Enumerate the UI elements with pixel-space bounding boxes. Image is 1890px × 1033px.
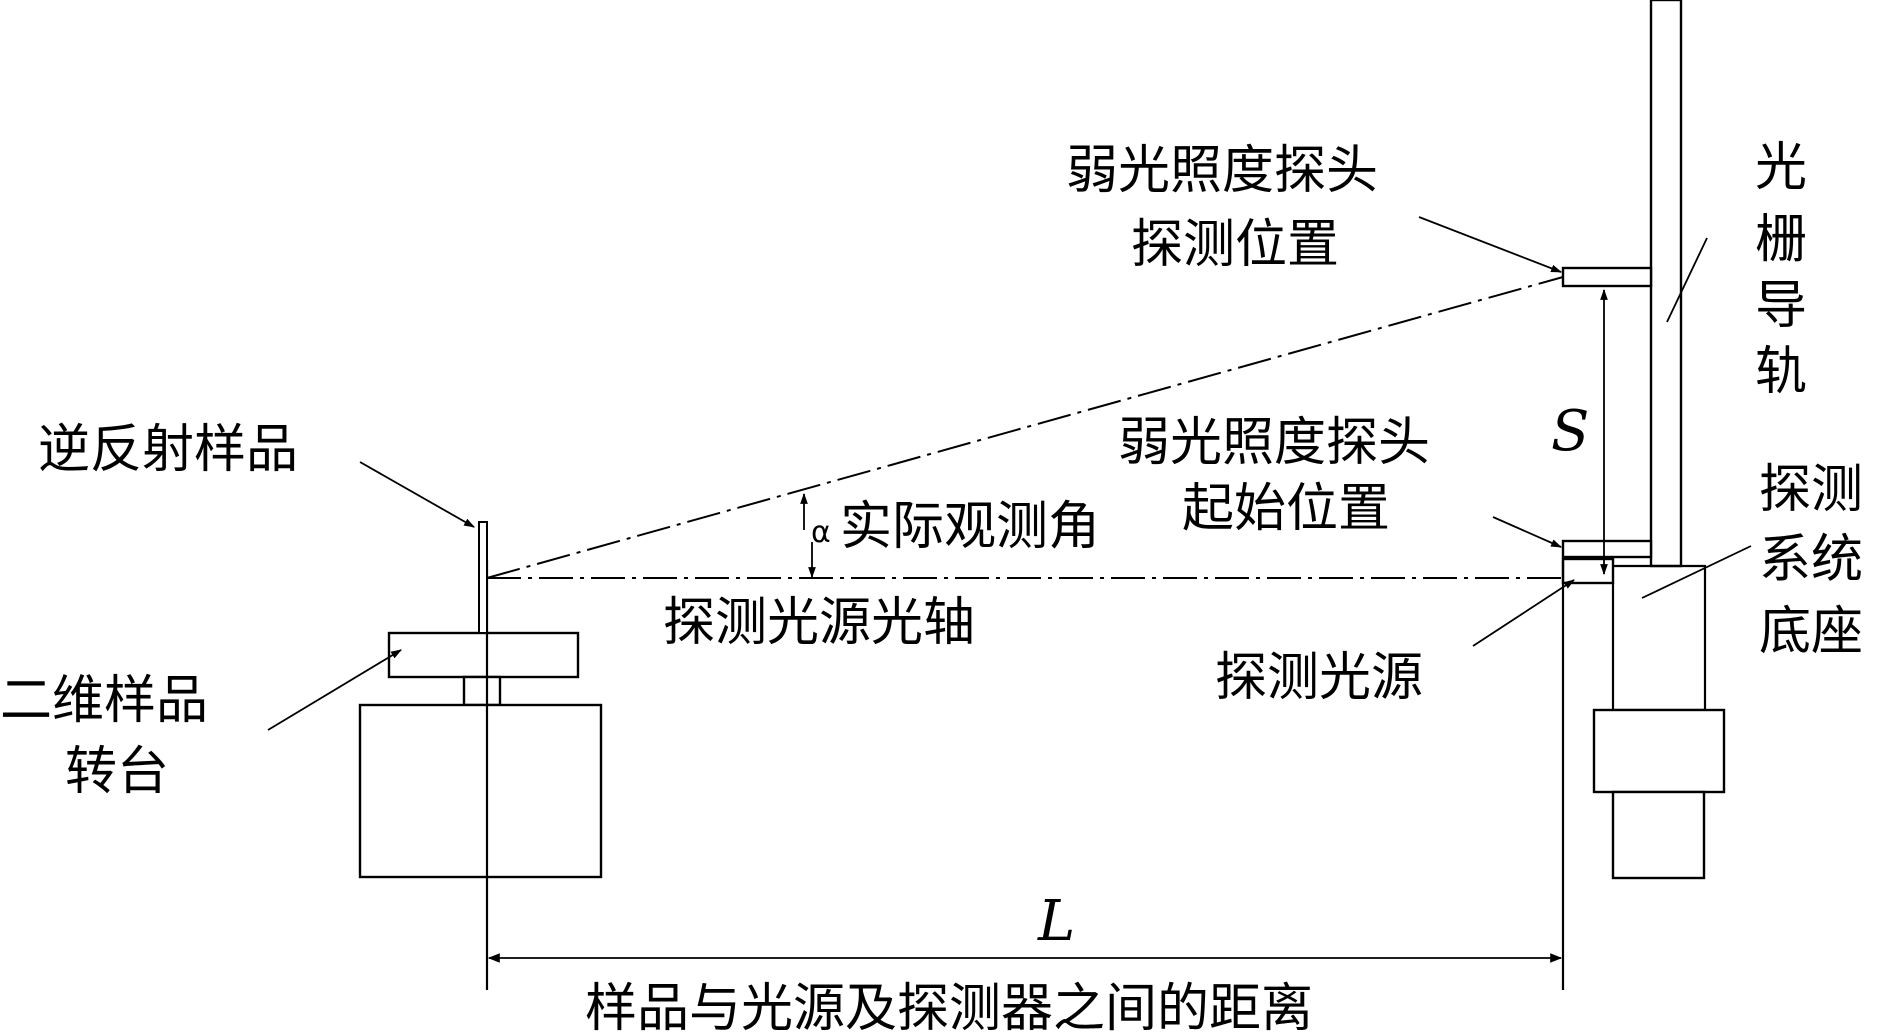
base-collar bbox=[1592, 708, 1726, 794]
leader-probe-start bbox=[1492, 516, 1563, 548]
turntable-neck bbox=[462, 675, 502, 707]
probe-detect-position bbox=[1561, 266, 1653, 288]
label-base-line2: 系统 bbox=[1759, 530, 1863, 590]
label-distance-description: 样品与光源及探测器之间的距离 bbox=[585, 979, 1313, 1033]
label-base-line1: 探测 bbox=[1759, 460, 1863, 520]
label-rail-char2: 栅 bbox=[1755, 210, 1807, 270]
light-source bbox=[1561, 557, 1615, 585]
observation-ray bbox=[486, 276, 1564, 579]
label-light-source: 探测光源 bbox=[1215, 648, 1423, 708]
leader-sample bbox=[359, 461, 475, 528]
label-rail-char1: 光 bbox=[1755, 138, 1807, 198]
leader-base bbox=[1641, 545, 1752, 599]
l-symbol: L bbox=[1037, 889, 1075, 954]
label-probe-start-line1: 弱光照度探头 bbox=[1118, 413, 1430, 473]
leader-source bbox=[1472, 579, 1575, 647]
leader-probe-detect bbox=[1418, 216, 1563, 273]
label-rail-char3: 导 bbox=[1755, 276, 1807, 336]
sample-turntable bbox=[358, 521, 603, 990]
label-probe-start-line2: 起始位置 bbox=[1182, 479, 1390, 539]
label-optical-axis: 探测光源光轴 bbox=[663, 593, 975, 653]
leader-turntable bbox=[267, 649, 402, 731]
system-base bbox=[1611, 564, 1707, 712]
retroreflective-sample bbox=[478, 521, 488, 634]
label-probe-detect-line2: 探测位置 bbox=[1131, 215, 1339, 275]
label-turntable-line2: 转台 bbox=[65, 742, 169, 802]
label-retroreflective-sample: 逆反射样品 bbox=[38, 420, 298, 480]
base-foot bbox=[1611, 790, 1706, 880]
leader-rail bbox=[1666, 237, 1708, 323]
label-probe-detect-line1: 弱光照度探头 bbox=[1066, 141, 1378, 201]
label-turntable-line1: 二维样品 bbox=[0, 671, 208, 731]
label-rail-char4: 轨 bbox=[1755, 342, 1807, 402]
turntable-body bbox=[358, 703, 603, 879]
detector-system bbox=[1561, 0, 1726, 990]
label-base-line3: 底座 bbox=[1759, 602, 1863, 662]
grating-rail bbox=[1649, 0, 1683, 568]
probe-start-position bbox=[1561, 539, 1653, 559]
observation-angle-symbol: α bbox=[811, 515, 831, 550]
s-symbol: S bbox=[1551, 399, 1589, 464]
label-observation-angle: 实际观测角 bbox=[840, 497, 1100, 557]
turntable-plate bbox=[387, 631, 580, 679]
